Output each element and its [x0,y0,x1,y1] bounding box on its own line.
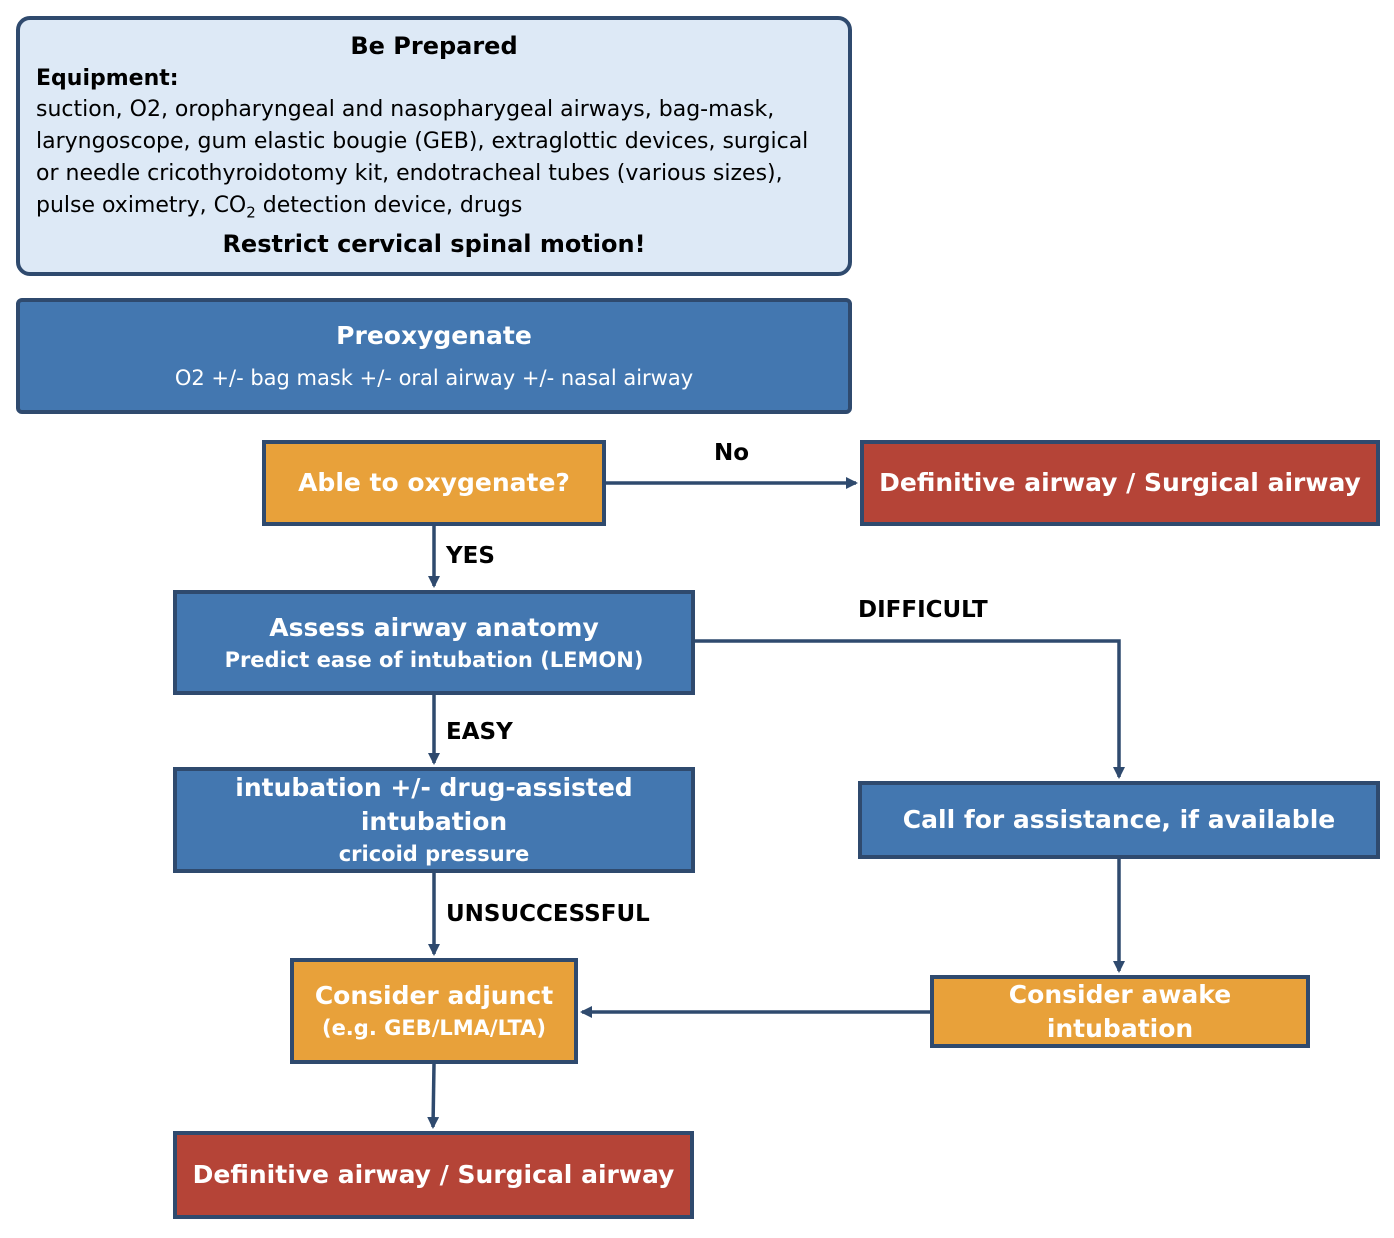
equipment-text-before: suction, O2, oropharyngeal and nasophary… [36,97,809,218]
intubation-detail: cricoid pressure [338,842,530,866]
co2-subscript: 2 [246,203,256,222]
preoxygenate-title: Preoxygenate [336,321,532,350]
edge-label-yes: YES [446,543,495,569]
intubation-box: intubation +/- drug-assisted intubation … [173,767,695,873]
equipment-text-after: detection device, drugs [255,193,523,218]
arrow-difficult [695,639,1125,779]
definitive-airway-top-label: Definitive airway / Surgical airway [879,468,1361,497]
assess-airway-title: Assess airway anatomy [269,612,599,642]
equipment-heading: Equipment: [36,66,179,91]
edge-label-easy: EASY [446,719,513,745]
edge-label-unsuccessful: UNSUCCESSFUL [446,901,650,927]
oxygenate-decision-box: Able to oxygenate? [262,440,606,526]
call-assistance-label: Call for assistance, if available [902,805,1336,834]
spinal-warning: Restrict cervical spinal motion! [222,230,646,259]
definitive-airway-bottom-label: Definitive airway / Surgical airway [192,1160,675,1189]
edge-label-difficult: DIFFICULT [858,597,988,623]
arrow-adjunct-to-definitive [427,1063,440,1129]
preoxygenate-detail: O2 +/- bag mask +/- oral airway +/- nasa… [174,366,694,390]
definitive-airway-bottom-box: Definitive airway / Surgical airway [173,1131,694,1219]
call-assistance-box: Call for assistance, if available [858,781,1380,859]
adjunct-detail: (e.g. GEB/LMA/LTA) [321,1016,547,1040]
assess-airway-detail: Predict ease of intubation (LEMON) [224,647,644,672]
definitive-airway-top-box: Definitive airway / Surgical airway [860,440,1380,526]
intubation-title: intubation +/- drug-assisted intubation [235,773,633,836]
awake-intubation-box: Consider awake intubation [930,975,1310,1048]
adjunct-title: Consider adjunct [314,981,554,1010]
be-prepared-box: Be Prepared Equipment: suction, O2, orop… [16,16,852,276]
edge-label-no: No [714,440,750,466]
awake-intubation-label: Consider awake intubation [1008,979,1232,1043]
adjunct-box: Consider adjunct (e.g. GEB/LMA/LTA) [290,958,578,1064]
assess-airway-box: Assess airway anatomy Predict ease of in… [173,590,695,695]
oxygenate-question: Able to oxygenate? [298,468,570,497]
be-prepared-title: Be Prepared [350,32,518,60]
equipment-list: suction, O2, oropharyngeal and nasophary… [36,94,832,228]
preoxygenate-box: Preoxygenate O2 +/- bag mask +/- oral ai… [16,298,852,414]
